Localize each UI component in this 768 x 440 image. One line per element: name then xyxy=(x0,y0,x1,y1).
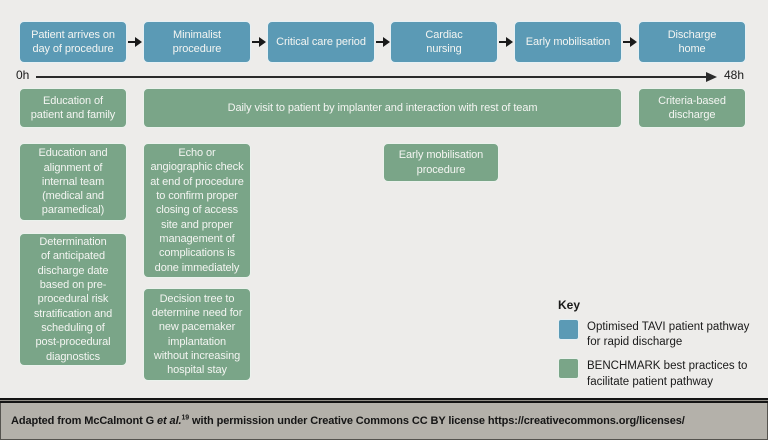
pathway-step-critical-care: Critical care period xyxy=(267,21,375,63)
legend-swatch-blue xyxy=(558,319,579,340)
footer-credit-prefix: Adapted from McCalmont G xyxy=(11,415,158,427)
timeline-end-label: 48h xyxy=(724,68,745,82)
footer-divider xyxy=(0,398,768,403)
benchmark-box-decision-tree: Decision tree to determine need for new … xyxy=(143,288,251,381)
legend-swatch-green xyxy=(558,358,579,380)
arrow-icon xyxy=(623,37,637,47)
legend-label-optimised: Optimised TAVI patient pathway for rapid… xyxy=(587,321,750,349)
arrow-head-icon xyxy=(383,37,390,47)
arrow-icon xyxy=(376,37,390,47)
legend-title: Key xyxy=(558,298,581,312)
pathway-step-discharge-home: Discharge home xyxy=(638,21,746,63)
arrow-head-icon xyxy=(259,37,266,47)
arrow-head-icon xyxy=(506,37,513,47)
pathway-step-patient-arrives: Patient arrives on day of procedure xyxy=(19,21,127,63)
benchmark-box-education-family: Education of patient and family xyxy=(19,88,127,128)
benchmark-box-discharge-determination: Determination of anticipated discharge d… xyxy=(19,233,127,366)
footer-credit-suffix: with permission under Creative Commons C… xyxy=(189,415,685,427)
footer-credit-reference: 19 xyxy=(181,414,190,422)
arrow-shaft xyxy=(128,41,136,43)
arrow-icon xyxy=(252,37,266,47)
arrow-head-icon xyxy=(630,37,637,47)
footer-credit: Adapted from McCalmont G et al.19 with p… xyxy=(1,414,685,427)
legend: Key Optimised TAVI patient pathway for r… xyxy=(558,298,763,398)
benchmark-box-criteria-discharge: Criteria-based discharge xyxy=(638,88,746,128)
pathway-step-minimalist-procedure: Minimalist procedure xyxy=(143,21,251,63)
timeline-line xyxy=(36,76,706,78)
legend-label-benchmark: BENCHMARK best practices to facilitate p… xyxy=(587,360,748,388)
arrow-icon xyxy=(128,37,142,47)
legend-entry-optimised: Optimised TAVI patient pathway for rapid… xyxy=(558,319,763,350)
timeline-start-label: 0h xyxy=(16,68,30,82)
arrow-shaft xyxy=(376,41,384,43)
arrow-icon xyxy=(499,37,513,47)
benchmark-box-early-mobilisation: Early mobilisation procedure xyxy=(383,143,499,182)
legend-entry-benchmark: BENCHMARK best practices to facilitate p… xyxy=(558,358,763,389)
pathway-step-early-mobilisation: Early mobilisation xyxy=(514,21,622,63)
benchmark-box-echo-check: Echo or angiographic check at end of pro… xyxy=(143,143,251,278)
arrow-shaft xyxy=(623,41,631,43)
timeline-arrow-icon xyxy=(706,72,717,82)
arrow-shaft xyxy=(499,41,507,43)
footer-bar: Adapted from McCalmont G et al.19 with p… xyxy=(0,403,768,440)
benchmark-box-daily-visit: Daily visit to patient by implanter and … xyxy=(143,88,622,128)
diagram-canvas: Patient arrives on day of procedure Mini… xyxy=(0,0,768,398)
arrow-shaft xyxy=(252,41,260,43)
footer-credit-etal: et al. xyxy=(157,415,182,427)
benchmark-box-education-team: Education and alignment of internal team… xyxy=(19,143,127,221)
arrow-head-icon xyxy=(135,37,142,47)
pathway-step-cardiac-nursing: Cardiac nursing xyxy=(390,21,498,63)
